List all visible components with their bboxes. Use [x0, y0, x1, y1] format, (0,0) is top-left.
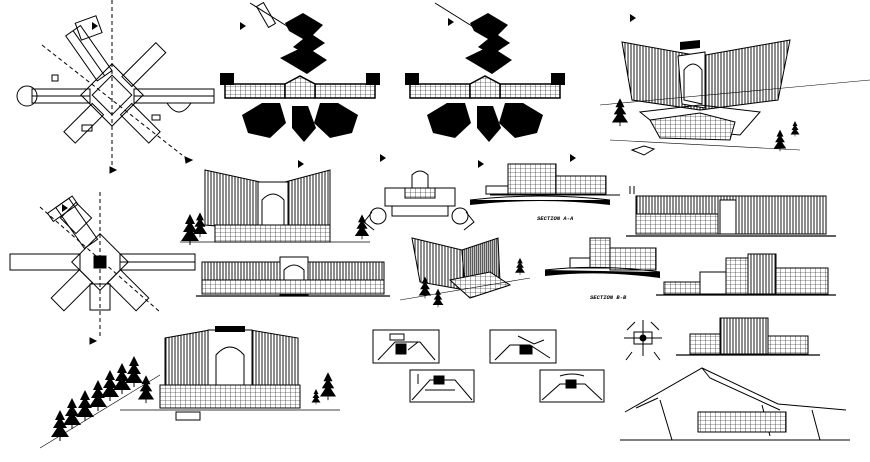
- side-elevation-3: [676, 317, 820, 356]
- section-markers: [62, 14, 636, 212]
- section-b-b-label: SECTION B-B: [590, 294, 627, 301]
- section-a-a-label: SECTION A-A: [537, 215, 574, 222]
- section-b-b: [544, 237, 661, 278]
- interior-sketch-1: [372, 329, 440, 364]
- interior-sketches: [372, 329, 605, 403]
- roof-plan-1: [220, 1, 380, 142]
- floor-plan-2: [9, 192, 196, 345]
- perspective-view-3: [399, 237, 531, 308]
- side-elevation-1: [626, 186, 836, 237]
- canopy-perspective: [620, 367, 850, 441]
- perspective-view-4: [39, 326, 340, 449]
- interior-sketch-3: [409, 369, 475, 403]
- perspective-view-1: [599, 39, 870, 156]
- front-elevation-1: [196, 256, 390, 297]
- interior-sketch-2: [489, 329, 557, 364]
- floor-plan-1: [16, 0, 215, 174]
- roof-plan-2: [405, 2, 565, 142]
- interior-sketch-4: [539, 369, 605, 403]
- floor-plan-3: [363, 170, 475, 231]
- perspective-view-2: [180, 169, 370, 246]
- section-a-a: [469, 163, 620, 205]
- side-elevation-2: [656, 253, 836, 296]
- site-key-plan: [624, 320, 662, 361]
